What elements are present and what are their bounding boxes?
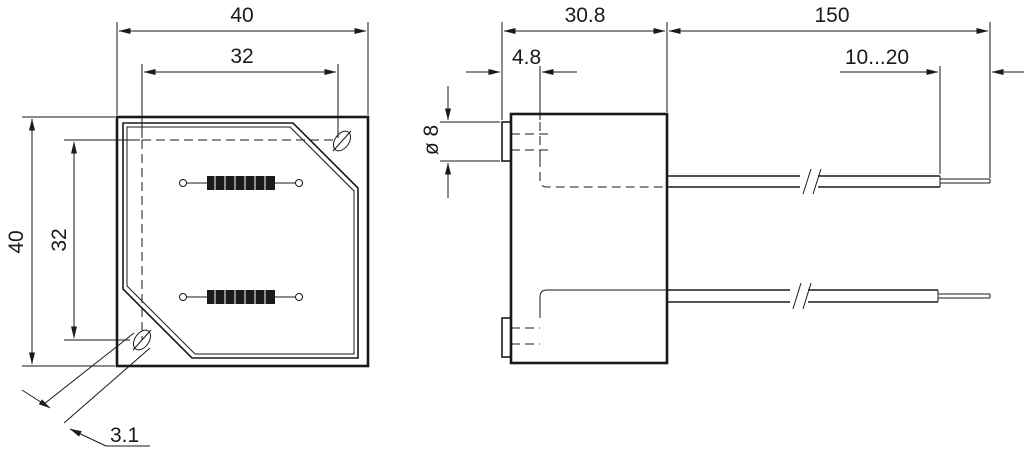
front-emitter-element: [179, 176, 303, 190]
front-housing-outline: [115, 115, 370, 368]
front-window-outline: [122, 122, 359, 359]
side-dim-lens-diameter: ø 8: [420, 86, 500, 198]
front-dim-height-32: 32: [48, 139, 140, 341]
dim-label-front-height-40: 40: [5, 230, 28, 253]
front-receiver-element: [179, 290, 303, 304]
dim-label-front-width-32: 32: [230, 45, 253, 68]
front-hidden-outline: [141, 139, 338, 340]
front-dim-hole-diameter: 3.1: [21, 332, 151, 447]
dim-label-lens-diameter: ø 8: [420, 125, 443, 155]
side-lens-nose-top: [501, 121, 512, 162]
front-dim-width-40: 40: [116, 4, 369, 115]
dim-label-front-height-32: 32: [48, 228, 71, 251]
dim-label-front-width-40: 40: [230, 4, 253, 27]
side-dim-cable-strip: 10...20: [840, 46, 1024, 174]
side-housing-outline: [509, 112, 669, 365]
cable-upper: [667, 168, 991, 195]
side-dim-depth-30-8: 30.8: [501, 4, 668, 120]
cable-lower: [667, 282, 991, 310]
front-window-inner-line: [126, 126, 355, 355]
front-dim-height-40: 40: [5, 116, 115, 367]
side-lens-nose-bottom: [501, 317, 512, 358]
side-view: [501, 112, 991, 365]
front-view: [115, 115, 370, 368]
dim-label-side-depth: 30.8: [565, 4, 606, 27]
front-dim-width-32: 32: [141, 45, 339, 138]
dim-label-cable-strip: 10...20: [845, 46, 909, 69]
mounting-hole-top-right: [332, 130, 352, 152]
side-dim-cable-150: 150: [668, 4, 991, 178]
dim-label-lens-offset: 4.8: [512, 46, 541, 69]
side-dim-lens-offset-4-8: 4.8: [466, 46, 577, 120]
dim-label-hole-diameter: 3.1: [110, 424, 139, 447]
mounting-hole-bottom-left: [132, 329, 152, 351]
dim-label-cable-length: 150: [814, 4, 849, 27]
